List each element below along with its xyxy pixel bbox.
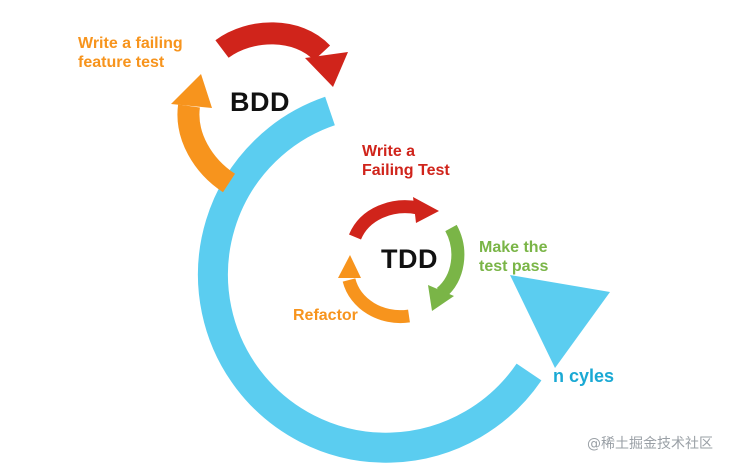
bdd-cycle-arrow <box>197 96 542 463</box>
tdd-write-line1: Write a <box>362 143 416 160</box>
tdd-write-line2: Failing Test <box>362 162 450 180</box>
tdd-make-pass-label: Make the test pass <box>479 238 548 276</box>
bdd-orange-arrow <box>177 104 236 193</box>
tdd-orange-arrowhead <box>338 255 361 278</box>
tdd-pass-line1: Make the <box>479 239 548 256</box>
tdd-pass-line2: test pass <box>479 258 549 276</box>
tdd-orange-arrow <box>342 277 410 324</box>
bdd-write-failing-line2: feature test <box>78 54 165 72</box>
bdd-cycle-arrowhead <box>510 275 610 368</box>
bdd-orange-arrowhead <box>171 74 212 108</box>
tdd-green-arrowhead <box>428 285 454 311</box>
tdd-red-arrowhead <box>413 197 439 223</box>
bdd-write-failing-line1: Write a failing <box>78 35 183 52</box>
bdd-red-arrow <box>215 22 331 62</box>
bdd-title: BDD <box>230 87 290 117</box>
watermark: @稀土掘金技术社区 <box>587 436 713 452</box>
tdd-refactor-label: Refactor <box>293 307 358 324</box>
bdd-red-arrowhead <box>305 52 348 87</box>
tdd-write-failing-label: Write a Failing Test <box>362 142 450 180</box>
tdd-green-arrow <box>436 224 465 298</box>
tdd-title: TDD <box>381 244 438 274</box>
tdd-red-arrow <box>349 200 420 240</box>
n-cycles-label: n cyles <box>553 366 615 386</box>
bdd-write-failing-label: Write a failing feature test <box>78 34 183 72</box>
